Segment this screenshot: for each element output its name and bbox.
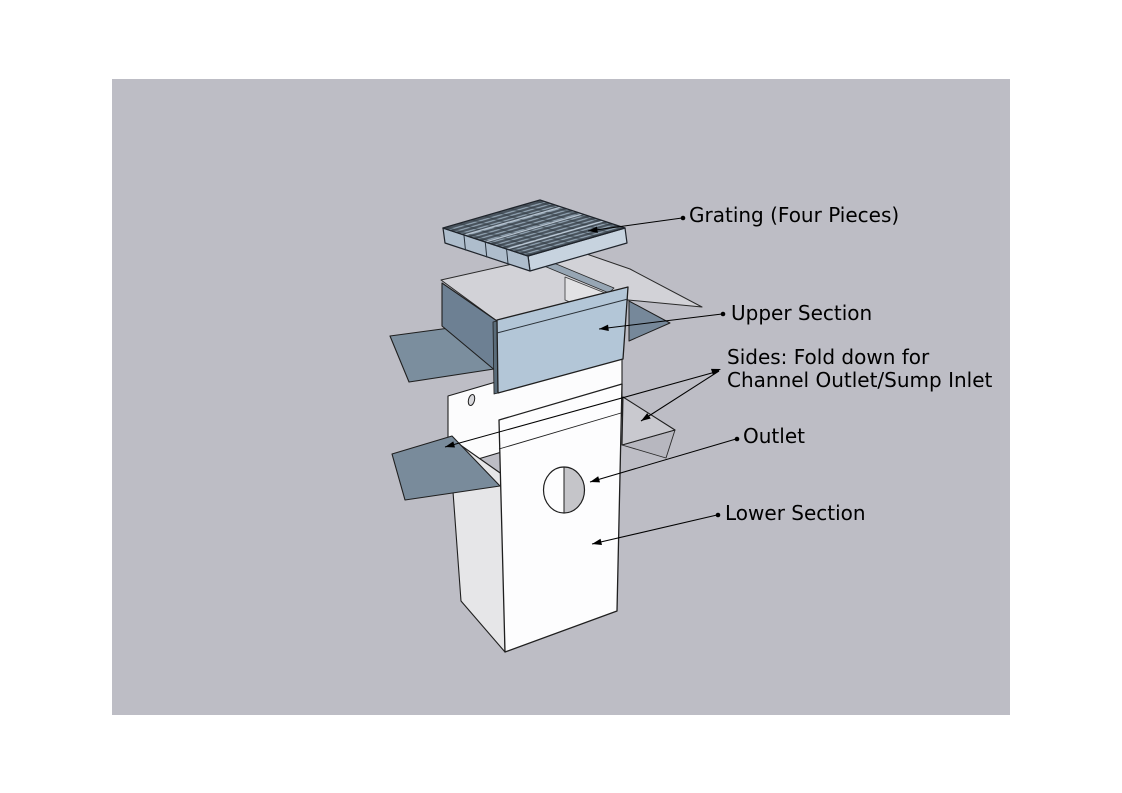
leader-lower-section bbox=[591, 512, 721, 545]
arrowhead bbox=[599, 324, 609, 332]
leader-upper-section bbox=[598, 311, 726, 332]
upper-section-part bbox=[389, 249, 703, 395]
grating-part bbox=[442, 199, 628, 272]
label-sides: Sides: Fold down for Channel Outlet/Sump… bbox=[727, 346, 992, 392]
leader-lines bbox=[444, 215, 740, 545]
label-outlet: Outlet bbox=[743, 424, 805, 448]
lower-left-flap bbox=[391, 435, 501, 501]
upper-front-wall bbox=[496, 286, 629, 394]
leader-outlet bbox=[589, 436, 740, 483]
arrowhead bbox=[590, 476, 601, 483]
outlet-hole bbox=[542, 466, 586, 514]
arrowhead bbox=[588, 226, 598, 233]
arrowhead bbox=[710, 368, 721, 375]
label-sides-line1: Sides: Fold down for bbox=[727, 345, 930, 369]
lower-right-flap bbox=[621, 396, 676, 446]
label-upper-section: Upper Section bbox=[731, 301, 873, 325]
label-lower-section: Lower Section bbox=[725, 501, 866, 525]
label-sides-line2: Channel Outlet/Sump Inlet bbox=[727, 368, 993, 392]
lower-section-part bbox=[391, 344, 676, 653]
label-grating: Grating (Four Pieces) bbox=[689, 203, 900, 227]
upper-front-fold-line bbox=[496, 298, 629, 334]
arrowhead bbox=[641, 413, 651, 421]
grating-top-seams bbox=[464, 206, 604, 250]
arrowhead bbox=[445, 441, 456, 448]
leader-grating bbox=[587, 215, 686, 233]
grating-piece-divisions bbox=[463, 235, 509, 265]
lower-front-panel bbox=[498, 383, 623, 653]
grating-top-outline bbox=[442, 199, 626, 257]
leader-sides bbox=[444, 368, 721, 448]
lower-front-fold-line bbox=[498, 412, 622, 450]
upper-right-flap bbox=[628, 300, 671, 342]
lower-slot-hole bbox=[467, 394, 476, 406]
arrowhead bbox=[592, 538, 602, 545]
